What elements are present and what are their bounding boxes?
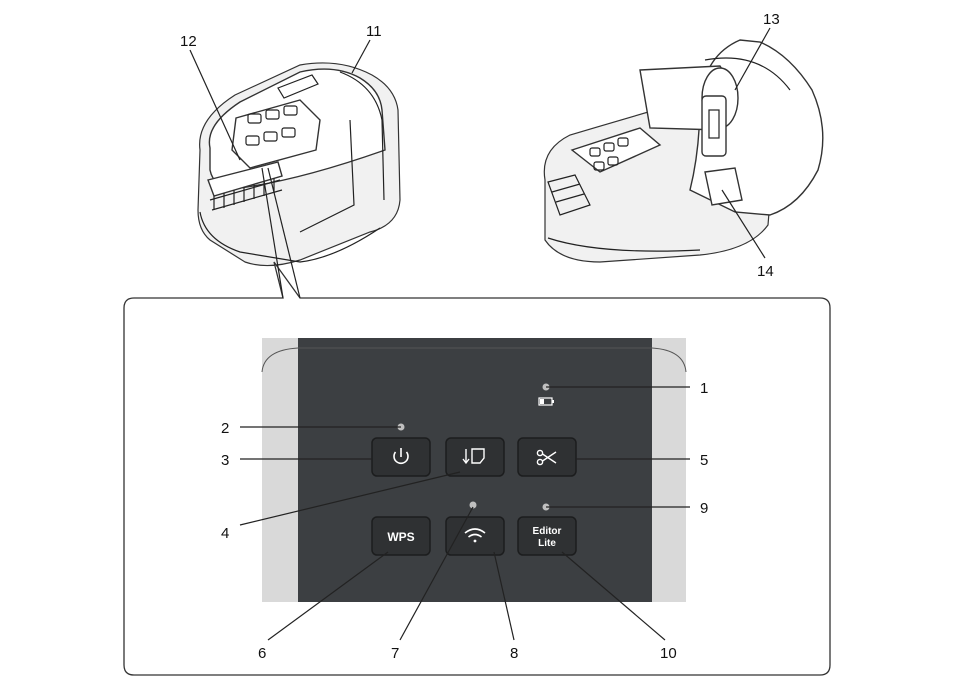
callout-3: 3	[221, 452, 229, 469]
callout-9: 9	[700, 500, 708, 517]
callout-2: 2	[221, 420, 229, 437]
leader-lines	[189, 27, 771, 641]
callout-4: 4	[221, 525, 229, 542]
callout-1: 1	[700, 380, 708, 397]
callout-10: 10	[660, 645, 677, 662]
control-panel	[261, 338, 687, 602]
wps-button[interactable]: WPS	[371, 516, 431, 556]
callout-11: 11	[366, 23, 382, 40]
wifi-button[interactable]	[445, 516, 505, 556]
scissors-icon	[536, 449, 557, 466]
battery-icon	[538, 397, 554, 406]
feed-icon	[462, 448, 485, 465]
feed-button[interactable]	[445, 437, 505, 477]
callout-8: 8	[510, 645, 518, 662]
callout-6: 6	[258, 645, 266, 662]
power-icon	[393, 448, 409, 465]
editor-lite-button[interactable]: Editor Lite	[517, 516, 577, 556]
wifi-led	[469, 501, 477, 509]
editor-lite-label-line1: Editor	[533, 526, 562, 537]
callout-7: 7	[391, 645, 399, 662]
callout-5: 5	[700, 452, 708, 469]
printer-open-view	[543, 39, 824, 263]
callout-numbers: 1 2 3 4 5 6 7 8 9 10 11 12 13 14	[180, 11, 780, 662]
wps-label: WPS	[387, 530, 414, 544]
cut-button[interactable]	[517, 437, 577, 477]
power-button[interactable]	[371, 437, 431, 477]
callout-13: 13	[763, 11, 780, 28]
wifi-icon	[464, 528, 486, 543]
callout-12: 12	[180, 33, 197, 50]
editor-lite-label-line2: Lite	[538, 538, 556, 549]
printer-front-view	[197, 62, 401, 267]
callout-14: 14	[757, 263, 774, 280]
